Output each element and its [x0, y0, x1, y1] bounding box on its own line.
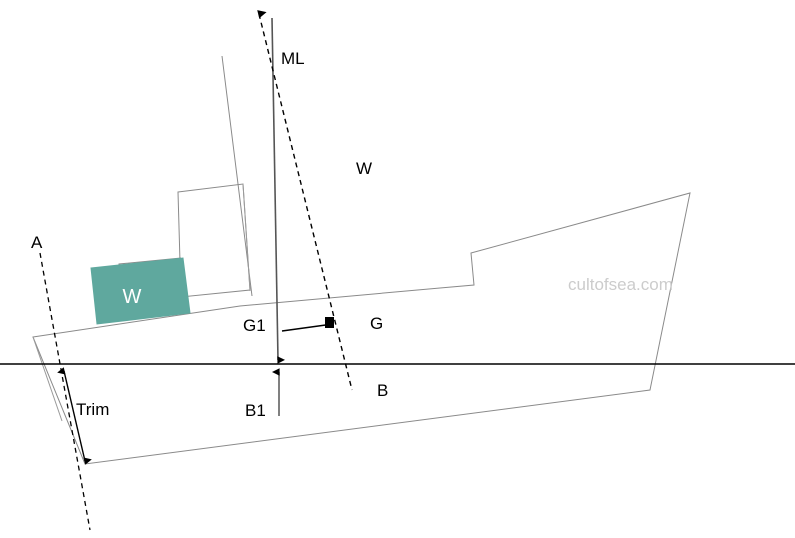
ml-centreline-group	[271, 17, 285, 364]
hull-outline	[32, 192, 691, 465]
weight-block-group: W	[90, 257, 191, 325]
weight-block-label: W	[123, 286, 142, 308]
g1-to-g-offset	[281, 323, 334, 332]
label-trim: Trim	[76, 400, 109, 419]
label-g1: G1	[243, 316, 266, 335]
trim-dimension-group	[57, 367, 92, 465]
aft-perpendicular-dashed	[39, 252, 91, 531]
label-ml: ML	[281, 49, 305, 68]
label-group: ML W A G1 G B B1 Trim cultofsea.com	[31, 49, 673, 420]
g-marker-group	[281, 317, 334, 332]
label-w-upper: W	[356, 159, 372, 178]
mast	[221, 55, 253, 297]
hull-group	[32, 192, 691, 465]
stern-quarter-line	[32, 336, 63, 422]
label-aft-perpendicular: A	[31, 233, 43, 252]
weight-block-w	[90, 257, 191, 325]
superstructure-upper-block	[177, 183, 251, 298]
ml-centreline	[271, 17, 285, 364]
inclined-centreline-dashed	[257, 10, 353, 391]
label-b1: B1	[245, 401, 266, 420]
g-marker	[325, 317, 334, 328]
watermark-label: cultofsea.com	[568, 275, 673, 294]
label-g: G	[370, 314, 383, 333]
funnel-line	[242, 183, 251, 292]
trim-dimension	[57, 367, 92, 465]
label-b: B	[377, 381, 388, 400]
